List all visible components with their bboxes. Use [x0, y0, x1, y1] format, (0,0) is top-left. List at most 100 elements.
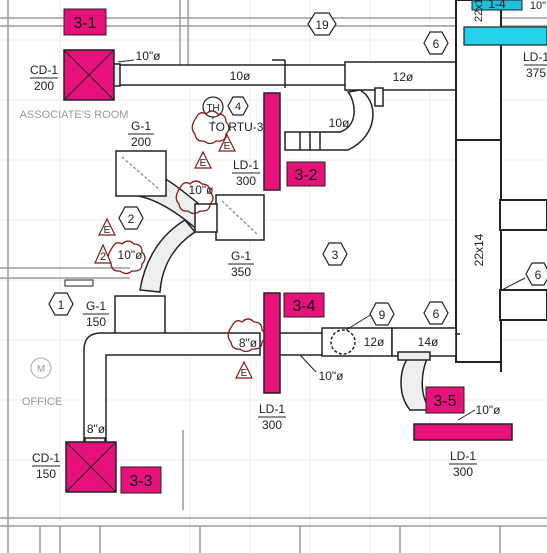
- tag-3-1: 3-1: [63, 8, 107, 36]
- room-label-office: OFFICE: [22, 396, 62, 408]
- svg-text:14ø: 14ø: [418, 335, 439, 349]
- label-g1-left: G-1 200: [128, 119, 154, 149]
- label-g1-center: G-1 350: [228, 249, 254, 279]
- svg-text:E: E: [200, 158, 207, 169]
- revision-clouds: [107, 110, 266, 353]
- keynote-6b: 6: [423, 301, 449, 325]
- diffuser-ld1-bottom: [413, 423, 513, 441]
- svg-text:3-3: 3-3: [129, 473, 152, 490]
- keynote-4: 4: [227, 96, 249, 116]
- svg-text:10"ø: 10"ø: [319, 369, 345, 383]
- svg-text:375: 375: [526, 66, 546, 80]
- svg-text:19: 19: [315, 18, 329, 32]
- rtu-connection: [463, 26, 547, 46]
- svg-text:300: 300: [453, 465, 473, 479]
- svg-text:3-4: 3-4: [292, 298, 315, 315]
- svg-text:1: 1: [58, 298, 65, 312]
- tag-3-2: 3-2: [286, 161, 326, 187]
- svg-text:3: 3: [332, 248, 339, 262]
- svg-text:CD-1: CD-1: [30, 63, 58, 77]
- label-cd1-top: CD-1 200: [30, 63, 58, 93]
- svg-text:22x14: 22x14: [472, 233, 486, 266]
- svg-text:350: 350: [231, 265, 251, 279]
- tag-3-5: 3-5: [425, 386, 465, 414]
- svg-text:12ø: 12ø: [364, 335, 385, 349]
- svg-text:3-1: 3-1: [73, 15, 96, 32]
- svg-text:G-1: G-1: [231, 249, 251, 263]
- svg-text:CD-1: CD-1: [32, 451, 60, 465]
- tag-1-4: 1-4: [488, 0, 506, 11]
- label-g1-lower: G-1 150: [83, 299, 109, 329]
- main-trunk-duct: [455, 0, 547, 372]
- note-to-rtu: TO RTU-3: [209, 120, 264, 134]
- svg-text:E: E: [104, 225, 111, 236]
- label-ld1-mid: LD-1 300: [258, 402, 286, 432]
- svg-text:E: E: [241, 368, 248, 379]
- svg-text:9: 9: [379, 308, 386, 322]
- existing-note-markers: [98, 133, 253, 379]
- label-ld1-right: LD-1 375: [523, 50, 547, 80]
- svg-text:8"ø: 8"ø: [87, 422, 106, 436]
- wall-device: [64, 279, 94, 287]
- svg-text:4: 4: [235, 101, 241, 113]
- label-ld1-bottom: LD-1 300: [449, 449, 477, 479]
- svg-text:150: 150: [86, 315, 106, 329]
- svg-text:200: 200: [34, 79, 54, 93]
- flex-duct-3-2: [284, 87, 384, 151]
- svg-text:10ø: 10ø: [230, 69, 251, 83]
- tag-box-1-4: [471, 0, 523, 11]
- room-label-associates: ASSOCIATE'S ROOM: [20, 109, 129, 121]
- grille-g1-center: [194, 194, 265, 241]
- existing-note-labels: E E E E: [104, 141, 248, 379]
- svg-text:200: 200: [131, 135, 151, 149]
- svg-text:LD-1: LD-1: [523, 50, 547, 64]
- svg-text:300: 300: [262, 418, 282, 432]
- svg-text:LD-1: LD-1: [233, 158, 259, 172]
- svg-text:6: 6: [433, 307, 440, 321]
- keynote-2: 2: [118, 206, 144, 230]
- svg-text:10ø: 10ø: [329, 116, 350, 130]
- keynote-6c: 6: [525, 262, 547, 286]
- svg-text:6: 6: [433, 37, 440, 51]
- svg-text:150: 150: [36, 467, 56, 481]
- svg-text:10"ø: 10"ø: [136, 49, 162, 63]
- keynote-9: 9: [369, 302, 395, 326]
- supply-duct-top: [117, 59, 458, 91]
- keynote-6a: 6: [423, 31, 449, 55]
- svg-text:10": 10": [530, 0, 546, 12]
- diffuser-cd1-bottom: [65, 441, 117, 493]
- svg-text:E: E: [224, 141, 231, 152]
- label-cd1-bottom: CD-1 150: [32, 451, 60, 481]
- room-tag-circle: [30, 357, 52, 379]
- tag-3-3: 3-3: [120, 466, 162, 494]
- revision-delta-2: 2: [94, 243, 112, 264]
- svg-text:3-5: 3-5: [433, 393, 456, 410]
- svg-text:10"ø: 10"ø: [118, 248, 144, 262]
- svg-text:TH: TH: [206, 103, 219, 114]
- svg-text:3-2: 3-2: [294, 167, 317, 184]
- flex-duct-3-5: [397, 351, 432, 411]
- svg-text:300: 300: [236, 174, 256, 188]
- svg-text:12ø: 12ø: [393, 70, 414, 84]
- keynote-3: 3: [322, 242, 348, 266]
- svg-text:G-1: G-1: [86, 299, 106, 313]
- label-ld1-top: LD-1 300: [232, 158, 260, 188]
- svg-text:22x1: 22x1: [473, 0, 485, 22]
- svg-text:8"ø: 8"ø: [239, 336, 258, 350]
- duct-size-labels: 10"ø 10ø 12ø 10ø 10"ø 10"ø 8"ø 12ø 14ø 1…: [87, 0, 546, 436]
- svg-text:2: 2: [100, 251, 106, 263]
- svg-text:LD-1: LD-1: [450, 449, 476, 463]
- grille-g1-left: [115, 150, 167, 197]
- svg-text:10"ø: 10"ø: [476, 403, 502, 417]
- room-tag-office: M: [37, 364, 45, 375]
- svg-text:6: 6: [535, 268, 542, 282]
- keynote-19: 19: [307, 12, 337, 36]
- svg-text:LD-1: LD-1: [259, 402, 285, 416]
- diffuser-cd1-top: [63, 49, 115, 101]
- diffuser-ld1-top: [263, 92, 281, 191]
- svg-text:G-1: G-1: [131, 119, 151, 133]
- keynote-1: 1: [48, 292, 74, 316]
- leader-lines: [117, 59, 526, 421]
